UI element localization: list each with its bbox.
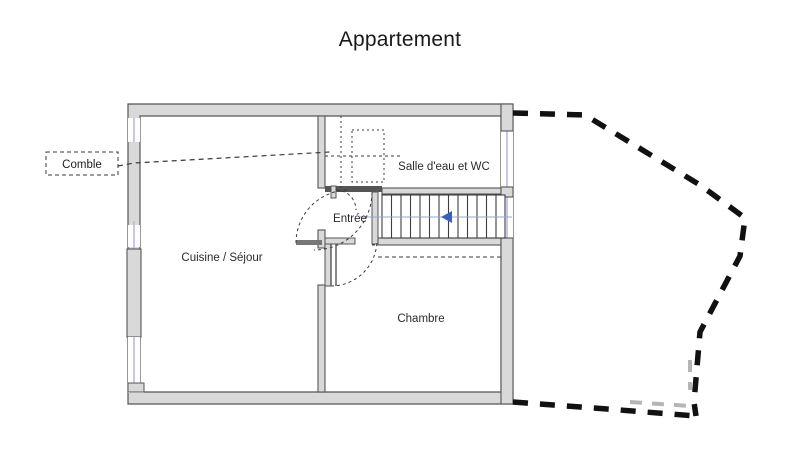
wall-pier-right-mid bbox=[500, 186, 514, 198]
staircase bbox=[360, 194, 512, 239]
room-label-salle-eau-wc: Salle d'eau et WC bbox=[398, 161, 490, 173]
interior-walls bbox=[296, 115, 502, 393]
comble-box bbox=[45, 151, 119, 176]
plot-boundary-bottom bbox=[512, 399, 697, 419]
interior-wall-entree-jamb bbox=[324, 243, 332, 287]
interior-wall-vertical-upper bbox=[317, 115, 326, 189]
interior-wall-stair-south bbox=[377, 237, 502, 246]
wall-pier-left bbox=[126, 248, 142, 338]
room-labels: Cuisine / Séjour Salle d'eau et WC Entré… bbox=[181, 161, 489, 325]
door-swing-salle-eau bbox=[335, 189, 357, 211]
interior-wall-vertical-lower bbox=[317, 284, 326, 393]
room-label-entree: Entrée bbox=[333, 213, 367, 225]
plot-boundary bbox=[512, 110, 748, 419]
door-leaves bbox=[330, 244, 337, 286]
interior-wall-salle-eau-south bbox=[325, 186, 382, 192]
door-swing-entree-west bbox=[295, 189, 350, 244]
staircase-direction-arrow bbox=[441, 211, 452, 223]
room-label-chambre: Chambre bbox=[397, 313, 444, 325]
page-title: Appartement bbox=[338, 28, 462, 51]
comble-label: Comble bbox=[62, 159, 102, 171]
wall-pier-right-top bbox=[500, 103, 514, 132]
door-swing-chambre bbox=[330, 239, 378, 287]
room-label-cuisine-sejour: Cuisine / Séjour bbox=[181, 252, 262, 264]
interior-wall-entree-east bbox=[371, 191, 379, 245]
comble-leader-line bbox=[117, 151, 331, 167]
plot-boundary-faint bbox=[629, 400, 691, 408]
door-swing-entree-north bbox=[313, 191, 373, 251]
interior-guides bbox=[325, 116, 501, 258]
plot-boundary-upper-right bbox=[512, 110, 748, 417]
interior-wall-entree-south-stub bbox=[324, 237, 356, 245]
wall-pier-right-bottom bbox=[500, 237, 514, 405]
annotation-comble: Comble bbox=[45, 151, 331, 176]
door-swings bbox=[295, 189, 378, 287]
opening-bottom-left bbox=[127, 382, 145, 393]
interior-wall-vertical-mid bbox=[317, 229, 326, 249]
interior-wall-stair-north bbox=[381, 187, 502, 195]
interior-wall-entree-west-threshold bbox=[296, 240, 322, 245]
